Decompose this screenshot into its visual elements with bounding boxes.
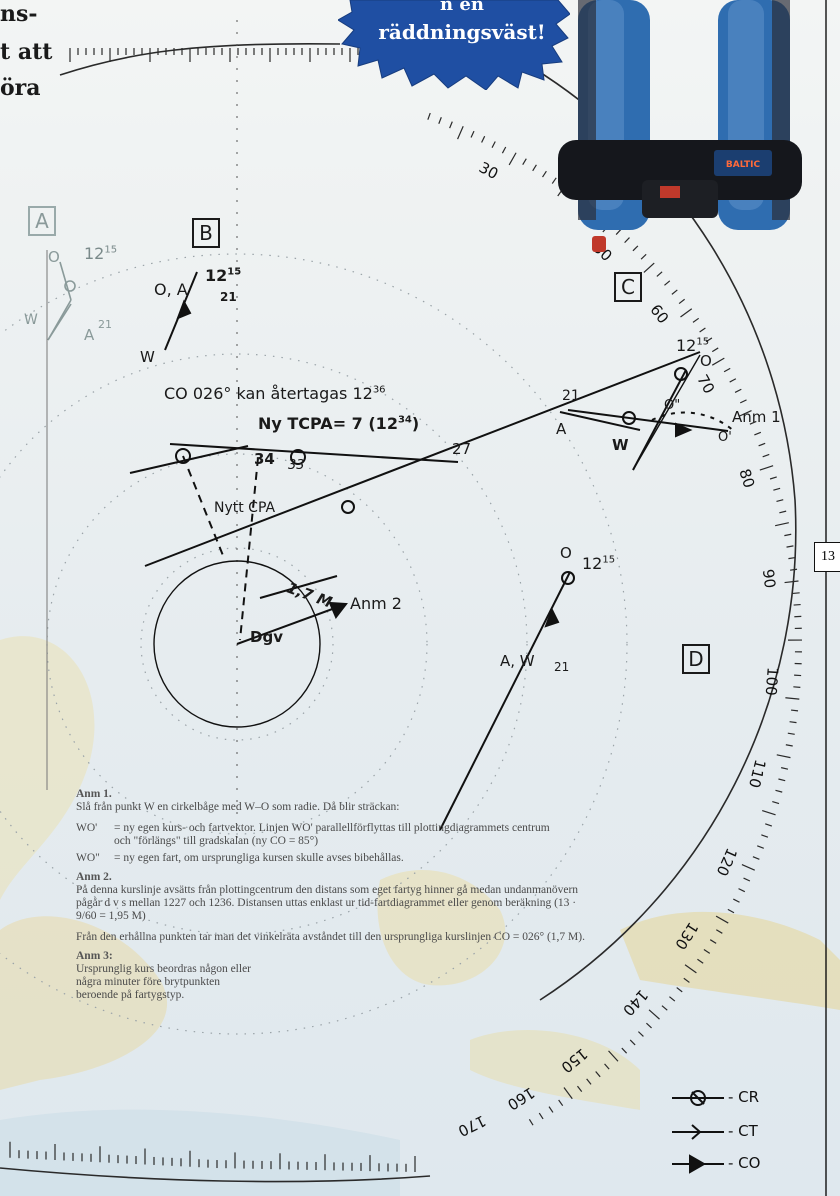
c-w-label: W [612, 436, 629, 454]
co-text: CO 026° kan återtagas 12 [164, 384, 373, 403]
anm2-text: På denna kurslinje avsätts från plotting… [76, 884, 579, 922]
d-time-minutes: 15 [602, 554, 616, 566]
label-34: 34 [254, 450, 275, 468]
c-time-minutes: 15 [696, 336, 710, 348]
section-label-b: B [192, 218, 220, 248]
d-21-label: 21 [554, 660, 570, 674]
header-fragment-1: ns- [0, 1, 38, 27]
anm3-title: Anm 3: [76, 950, 113, 962]
section-b-vectors [164, 271, 198, 351]
notes-block: Anm 1. Slå från punkt W en cirkelbåge me… [76, 788, 636, 1002]
d-time-label: 1215 [582, 554, 615, 573]
c-o-doubleprime-label: O" [664, 398, 681, 413]
a-time-label: 1215 [84, 244, 117, 263]
side-tab: 13 [814, 542, 840, 572]
label-27: 27 [452, 440, 472, 458]
wo1-row: WO' = ny egen kurs- och fartvektor. Linj… [76, 822, 636, 848]
legend-symbols [672, 1090, 724, 1174]
wo2-row: WO" = ny egen fart, om ursprungliga kurs… [76, 852, 636, 865]
b-time-minutes: 15 [227, 266, 242, 278]
co-time-minutes: 36 [372, 384, 386, 396]
wo1-key: WO' [76, 822, 98, 834]
anm2-title: Anm 2. [76, 871, 112, 883]
section-label-d: D [682, 644, 710, 674]
anm1-title: Anm 1. [76, 788, 112, 800]
a-time-minutes: 15 [104, 244, 118, 256]
c-o-label: O [700, 352, 712, 370]
scale-label: 100 [762, 666, 782, 696]
d-aw-label: A, W [500, 652, 535, 670]
life-vest-image: BALTIC [558, 0, 802, 252]
nytt-cpa-label: Nytt CPA [214, 500, 276, 516]
label-33: 33 [288, 458, 305, 473]
b-oa-label: O, A [154, 280, 188, 299]
legend-co: - CO [728, 1154, 761, 1172]
wo2-key: WO" [76, 852, 100, 864]
b-w-label: W [140, 348, 155, 366]
a-w-label: W [24, 312, 38, 328]
label-21-c: 21 [562, 388, 580, 404]
section-label-c: C [614, 272, 642, 302]
c-o-prime-label: O' [718, 430, 732, 445]
b-21-label: 21 [220, 290, 237, 304]
anm2-text2: Från den erhållna punkten tar man det vi… [76, 931, 585, 943]
scale-label: 90 [759, 568, 779, 589]
section-label-a: A [28, 206, 56, 236]
anm1-text: Slå från punkt W en cirkelbåge med W–O s… [76, 801, 400, 813]
a-a-label: A [84, 326, 95, 344]
vest-brand-label: BALTIC [726, 160, 761, 170]
a-time-hours: 12 [84, 244, 105, 263]
tcpa-time-minutes: 34 [397, 414, 412, 426]
c-time-hours: 12 [676, 336, 697, 355]
legend-ct: - CT [728, 1122, 758, 1140]
d-time-hours: 12 [582, 554, 603, 573]
badge-line-2: räddningsväst! [378, 20, 546, 44]
anm3-text: Ursprunglig kurs beordras någon eller nå… [76, 963, 252, 1001]
anm2-label: Anm 2 [350, 594, 402, 613]
header-fragment-2: t att [0, 39, 53, 65]
co-annotation: CO 026° kan återtagas 1236 [164, 384, 386, 403]
header-fragment-3: öra [0, 75, 41, 101]
d-o-label: O [560, 544, 572, 562]
a-o-label: O [48, 248, 60, 266]
scale-label: 80 [735, 467, 758, 491]
dgv-label: Dgv [250, 628, 283, 646]
b-time-hours: 12 [205, 266, 228, 285]
c-a-label: A [556, 420, 567, 438]
badge-starburst [338, 0, 570, 90]
tcpa-text: Ny TCPA= 7 (12 [258, 414, 398, 433]
section-a-vectors [47, 261, 76, 341]
anm1-label: Anm 1 [732, 408, 781, 426]
wo1-text: = ny egen kurs- och fartvektor. Linjen W… [114, 822, 550, 847]
legend-cr: - CR [728, 1088, 760, 1106]
b-time-label: 1215 [205, 266, 241, 285]
c-time-label: 1215 [676, 336, 709, 355]
wo2-text: = ny egen fart, om ursprungliga kursen s… [114, 852, 404, 864]
tcpa-close: ) [411, 414, 420, 433]
badge-line-1: n en [440, 0, 484, 15]
a-21-label: 21 [98, 318, 112, 331]
tcpa-annotation: Ny TCPA= 7 (1234) [258, 414, 419, 433]
